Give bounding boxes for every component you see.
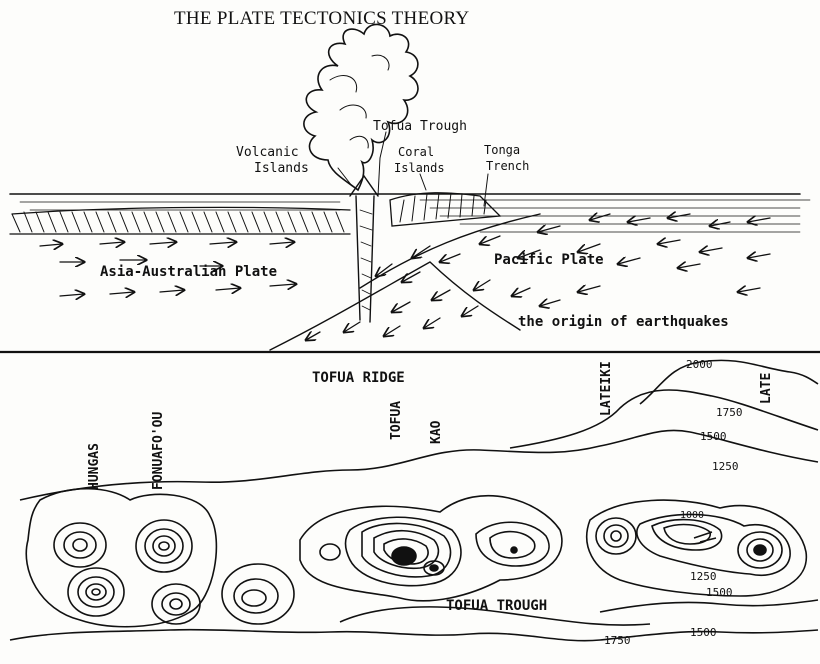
- label-coral-islands-line1: Coral: [398, 145, 434, 159]
- label-volcanic-islands-line1: Volcanic: [236, 145, 299, 160]
- label-island-tofua: TOFUA: [389, 401, 404, 440]
- contour-label-2000: 2000: [686, 358, 713, 371]
- label-island-fonuafo-ou: FONUAFO'OU: [151, 412, 166, 490]
- label-tofua-trough-map: TOFUA TROUGH: [446, 598, 547, 614]
- label-tofua-trough: Tofua Trough: [373, 119, 467, 134]
- contour-label-1500-low: 1500: [706, 586, 733, 599]
- crust-hatching: [10, 193, 500, 234]
- label-island-late: LATE: [759, 373, 774, 404]
- contour-label-1000: 1000: [680, 510, 704, 521]
- label-volcanic-islands-line2: Islands: [254, 161, 309, 176]
- label-coral-islands-line2: Islands: [394, 161, 445, 175]
- label-asia-australian-plate: Asia-Australian Plate: [100, 264, 277, 280]
- cross-section: [10, 24, 810, 350]
- label-island-lateiki: LATEIKI: [599, 361, 614, 416]
- contour-label-1750-top: 1750: [716, 406, 743, 419]
- contour-label-1250-low: 1250: [690, 570, 717, 583]
- bathymetry-contours: [10, 360, 818, 640]
- label-tofua-ridge: TOFUA RIDGE: [312, 370, 405, 386]
- label-pacific-plate: Pacific Plate: [494, 252, 604, 268]
- label-island-kao: KAO: [429, 420, 444, 444]
- label-island-hungas: HUNGAS: [87, 443, 102, 490]
- contour-label-1250-top: 1250: [712, 460, 739, 473]
- label-tonga-trench-line1: Tonga: [484, 143, 520, 157]
- label-tonga-trench-line2: Trench: [486, 159, 529, 173]
- contour-label-1500-top: 1500: [700, 430, 727, 443]
- contour-label-1750-bottom: 1750: [604, 634, 631, 647]
- label-origin-of-earthquakes: the origin of earthquakes: [518, 314, 729, 330]
- contour-label-1500-bottom: 1500: [690, 626, 717, 639]
